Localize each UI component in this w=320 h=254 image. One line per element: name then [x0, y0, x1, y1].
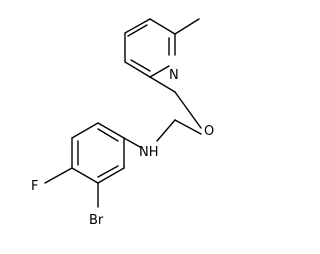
- bond-c2-carbonyl: [149, 76, 176, 93]
- structure-diagram: N O NH F Br: [31, 18, 214, 228]
- bond-c-f: [44, 167, 73, 184]
- bond-ring2-f-double: [97, 128, 119, 142]
- bond-ring1-b: [124, 18, 151, 34]
- atom-br: Br: [89, 213, 104, 228]
- bond-ring2-b: [97, 167, 125, 184]
- bond-carbonyl-n: [156, 119, 176, 142]
- bond-n-phenyl: [123, 137, 141, 148]
- bond-ring1-d-double: [130, 59, 151, 72]
- bond-ring1-d: [124, 61, 151, 78]
- molecule-canvas: N O NH F Br: [31, 18, 214, 228]
- atom-nh: NH: [139, 145, 159, 160]
- bond-ring2-c: [71, 167, 99, 184]
- bond-methyl: [174, 18, 200, 35]
- bond-ring1-a: [149, 18, 176, 35]
- atom-f: F: [31, 179, 38, 194]
- bond-ring1-b-double: [127, 24, 148, 37]
- atom-n-pyridine: N: [169, 68, 179, 83]
- bond-carbonyl-o: [174, 91, 202, 129]
- bond-carbonyl-o-double: [174, 119, 202, 135]
- bond-ring2-f: [97, 122, 125, 139]
- atom-o: O: [204, 124, 214, 139]
- bond-ring1-e: [149, 65, 170, 78]
- bond-ring2-b-double: [97, 165, 119, 178]
- bond-ring2-e: [71, 122, 99, 139]
